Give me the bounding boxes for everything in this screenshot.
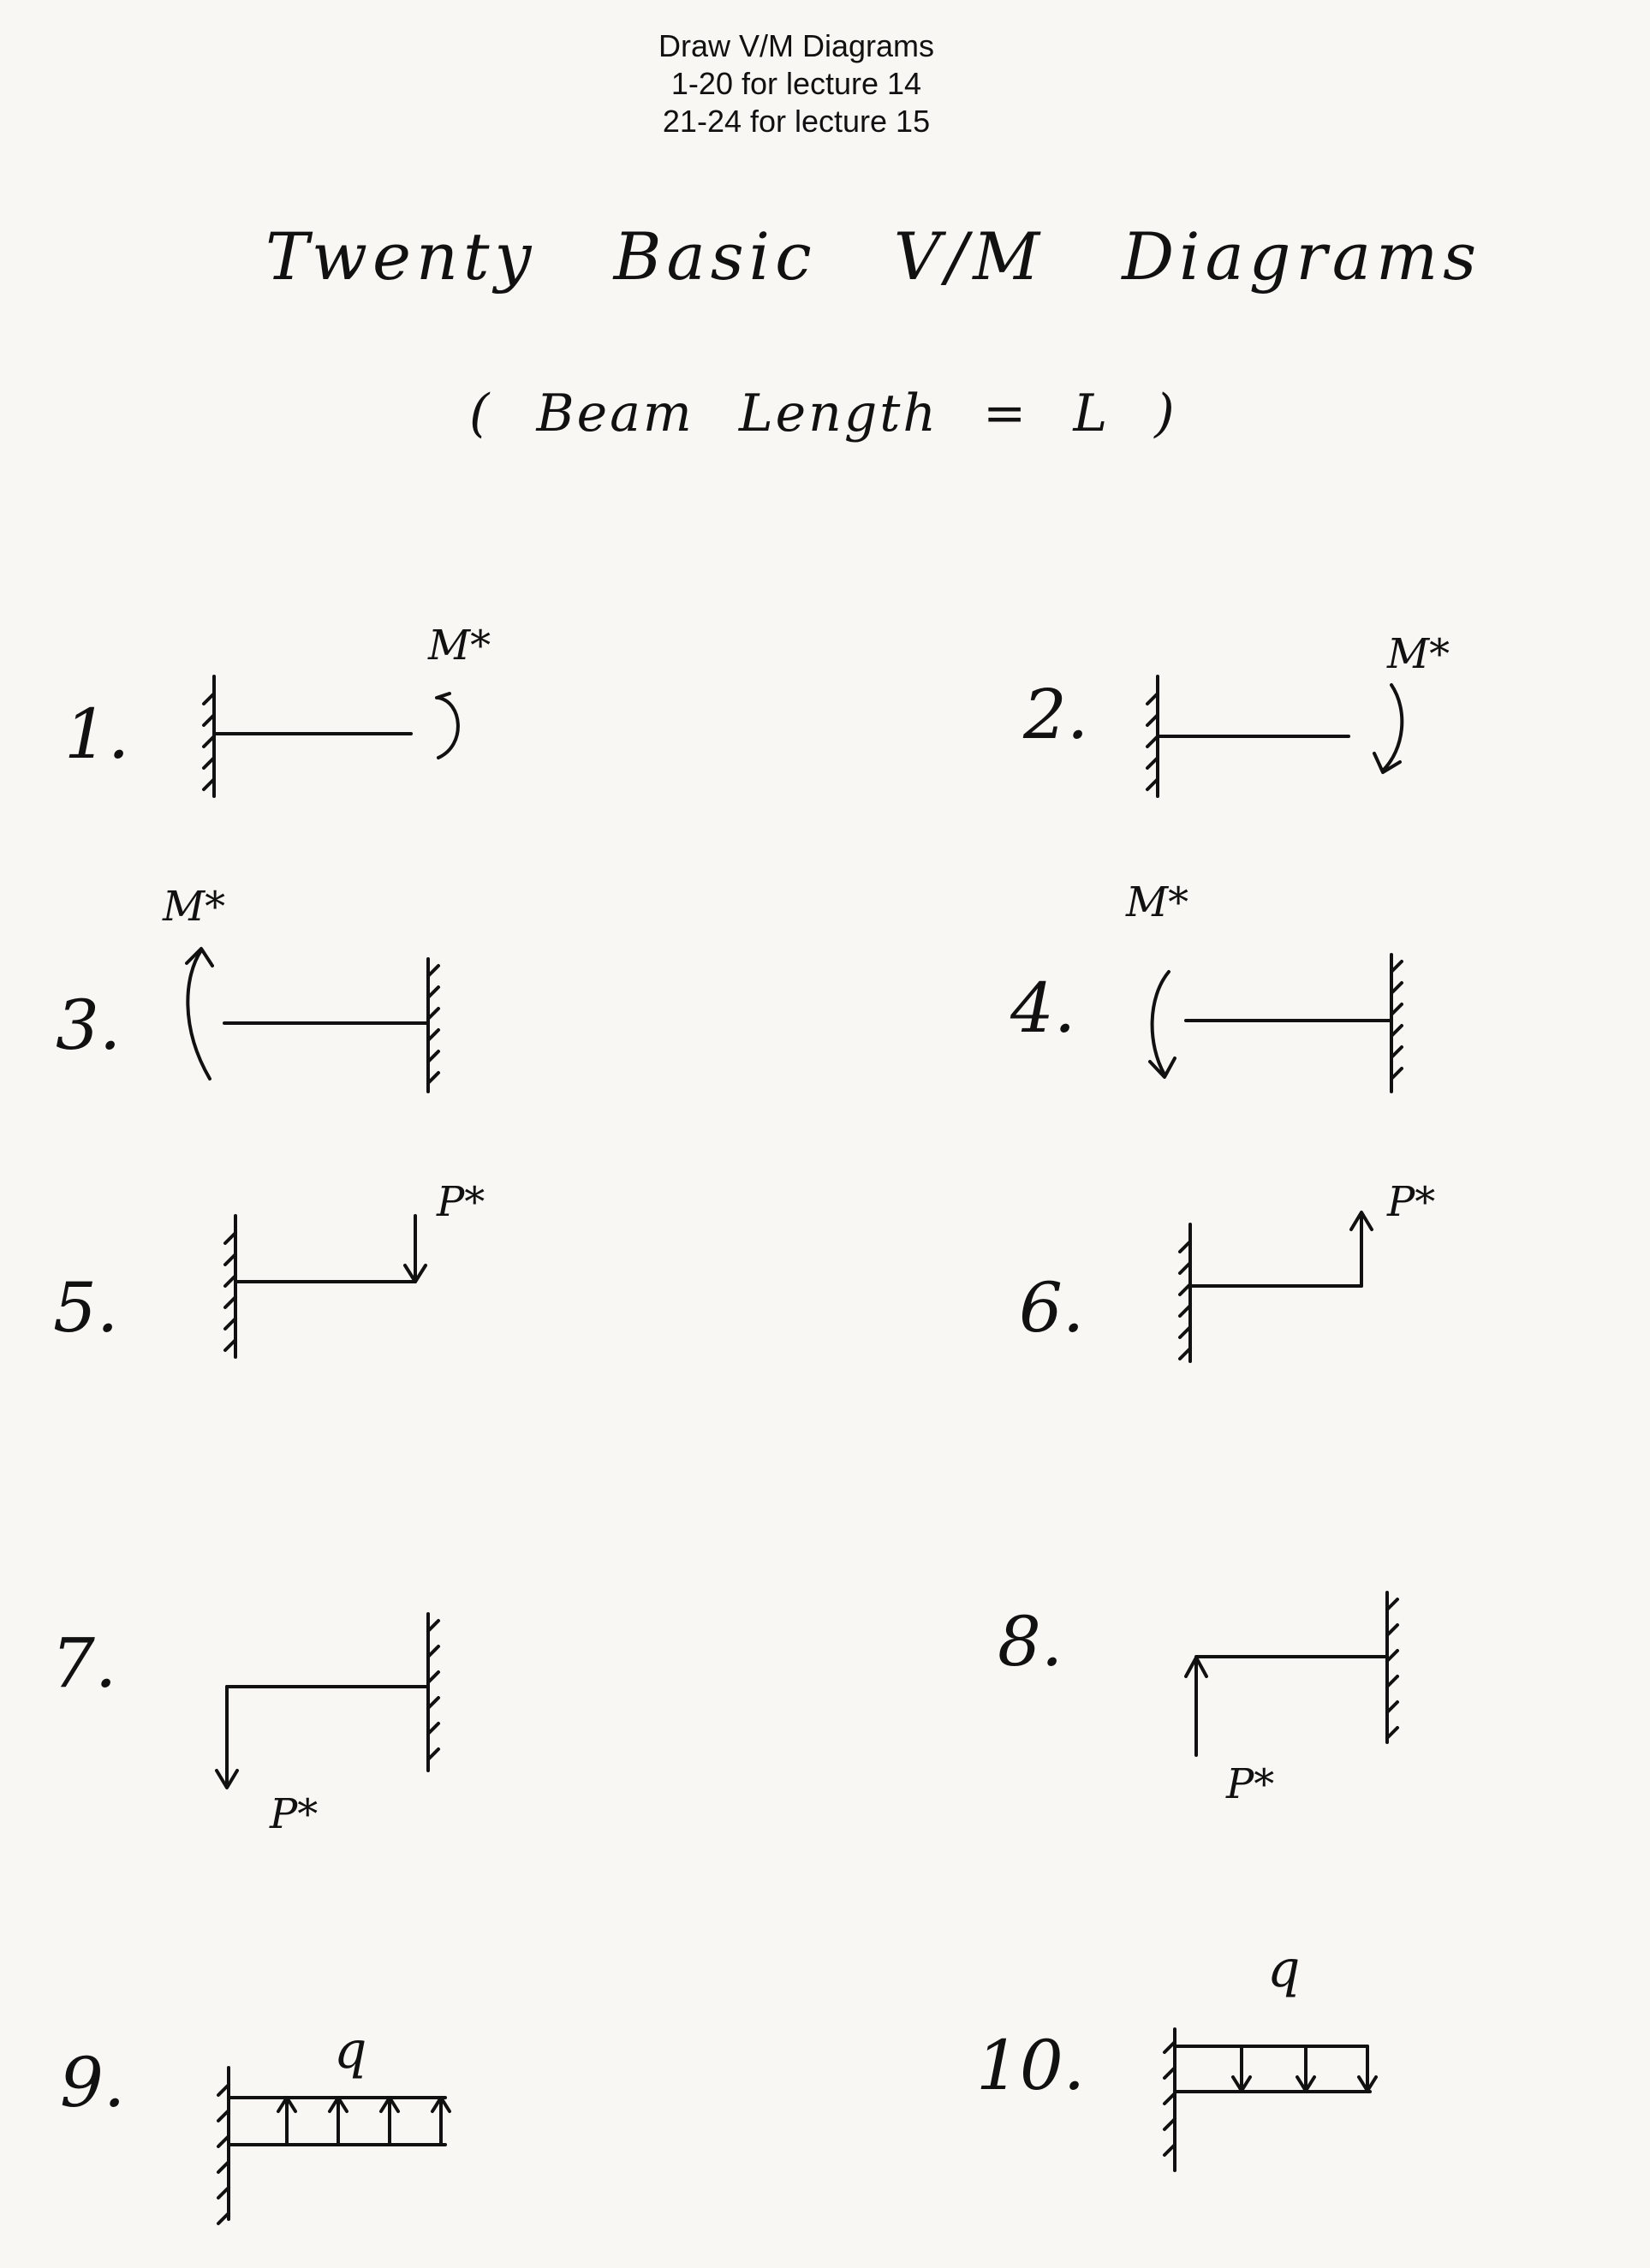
page-title: Twenty Basic V/M Diagrams — [265, 218, 1482, 295]
problem-8-number: 8. — [998, 1602, 1063, 1682]
header-line-1: Draw V/M Diagrams — [658, 28, 935, 63]
problem-7: 7. P* — [51, 1612, 440, 1838]
problem-6: 6. P* — [1019, 1178, 1435, 1363]
problem-6-load-label: P* — [1386, 1178, 1435, 1226]
problem-2-number: 2. — [1022, 675, 1088, 754]
problem-7-load-arrow — [215, 1685, 239, 1789]
problem-7-load-label: P* — [269, 1790, 318, 1838]
problem-7-number: 7. — [51, 1623, 116, 1703]
problem-8-load-label: P* — [1225, 1760, 1274, 1808]
problem-10-load-label: q — [1267, 1939, 1300, 1999]
problem-10: 10. q — [976, 1939, 1378, 2172]
problem-9: 9. q — [60, 2021, 451, 2225]
problem-5: 5. P* — [53, 1178, 485, 1359]
problem-2: 2. M* — [1022, 630, 1450, 798]
problem-9-load-label: q — [334, 2021, 366, 2080]
problem-4: 4. M* — [1010, 878, 1403, 1093]
problem-3: 3. M* — [56, 883, 440, 1093]
problem-6-load-arrow — [1349, 1211, 1373, 1288]
problem-1-moment-arrow — [435, 692, 460, 759]
problem-10-number: 10. — [976, 2026, 1085, 2105]
problem-4-number: 4. — [1010, 968, 1075, 1048]
problem-1: 1. M* — [64, 622, 491, 798]
problem-2-wall-hatch — [1146, 692, 1159, 791]
problem-2-moment-arrow — [1373, 683, 1404, 774]
problem-4-wall-hatch — [1390, 960, 1403, 1080]
problem-8-load-arrow — [1184, 1656, 1208, 1757]
problem-4-moment-arrow — [1148, 970, 1176, 1079]
problem-7-wall-hatch — [426, 1619, 440, 1761]
problem-10-wall-hatch — [1163, 2040, 1176, 2157]
page-subtitle: ( Beam Length = L ) — [469, 384, 1177, 443]
assignment-header: Draw V/M Diagrams 1-20 for lecture 14 21… — [0, 27, 1593, 140]
problem-6-number: 6. — [1019, 1268, 1084, 1348]
problem-1-wall-hatch — [202, 692, 216, 791]
problem-9-distributed-load — [227, 2096, 451, 2146]
problem-5-load-arrow — [403, 1214, 427, 1283]
problem-9-wall-hatch — [217, 2083, 230, 2225]
problem-9-number: 9. — [60, 2043, 125, 2122]
problem-5-load-label: P* — [436, 1178, 485, 1226]
problem-8: 8. P* — [998, 1591, 1399, 1808]
problem-3-moment-arrow — [185, 947, 214, 1080]
problem-4-load-label: M* — [1125, 878, 1188, 926]
problem-5-wall-hatch — [223, 1231, 237, 1352]
problem-5-number: 5. — [53, 1268, 118, 1348]
problem-8-wall-hatch — [1385, 1598, 1399, 1740]
problem-10-distributed-load — [1173, 2045, 1378, 2092]
problem-1-load-label: M* — [427, 622, 491, 670]
header-line-2: 1-20 for lecture 14 — [670, 66, 922, 101]
problem-3-load-label: M* — [162, 883, 225, 931]
problem-3-wall-hatch — [426, 964, 440, 1085]
problem-2-load-label: M* — [1386, 630, 1450, 678]
problem-1-number: 1. — [64, 694, 129, 774]
header-line-3: 21-24 for lecture 15 — [662, 104, 931, 139]
problem-3-number: 3. — [56, 985, 121, 1065]
